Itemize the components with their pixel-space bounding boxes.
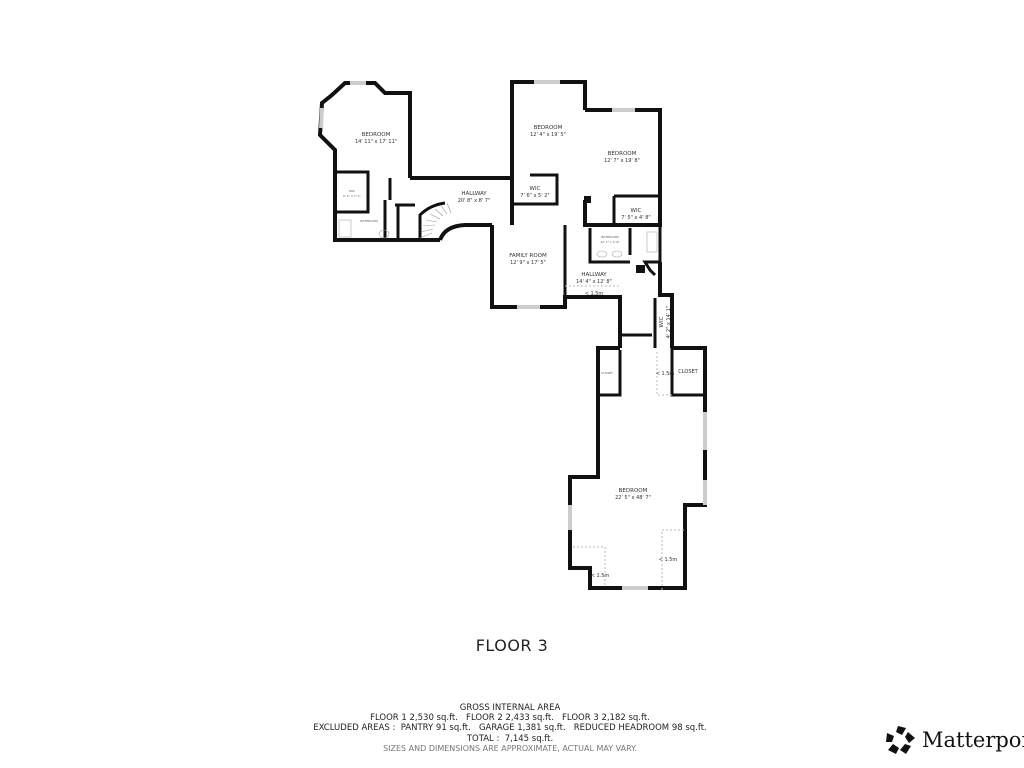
area-excluded: EXCLUDED AREAS : PANTRY 91 sq.ft. GARAGE… (313, 723, 707, 734)
floor-title: FLOOR 3 (475, 636, 549, 655)
stair-wall (418, 201, 446, 240)
wic-s-label-group: WIC 4' 2" x 14' 1" (659, 306, 672, 339)
room-dims: 12' 9" x 17' 5" (510, 260, 546, 266)
wall-closet-w (598, 350, 622, 397)
wall-wic-w (337, 170, 370, 214)
room-dims: 22' 5" x 48' 7" (615, 495, 651, 501)
headroom-note: < 1.5m (656, 371, 675, 377)
wall-bathroom-e (588, 225, 662, 277)
room-dims: 14' 4" x 12' 8" (576, 279, 612, 285)
wall-wic-ne (612, 194, 660, 225)
window (319, 107, 324, 129)
headroom-note: < 1.5m (659, 557, 678, 563)
room-dims: 4' 2" x 14' 1" (666, 306, 672, 339)
bathtub-icon (646, 231, 658, 253)
logo-text: Matterport (922, 728, 1024, 752)
room-dims: 20' 8" x 8' 7" (458, 198, 491, 204)
room-dims: 14' 11" x 17' 11" (355, 139, 397, 145)
stairs (419, 202, 452, 239)
area-heading: GROSS INTERNAL AREA (459, 703, 561, 713)
toilet-icon (378, 229, 390, 239)
wall-bath-w (383, 178, 415, 240)
room-label: HALLWAY (461, 191, 487, 197)
room-label: BATHROOM (360, 219, 378, 223)
headroom-line (656, 352, 672, 396)
matterport-logo: Matterport (884, 724, 1024, 756)
wall-nw-wing (317, 81, 440, 242)
room-label: BATHROOM (601, 235, 619, 239)
room-label: WIC (349, 189, 355, 193)
room-dims: 7' 6" x 5' 2" (520, 193, 549, 199)
room-dims: 12' 7" x 19' 8" (604, 158, 640, 164)
room-label: BEDROOM (362, 132, 391, 138)
sink-icon (596, 250, 608, 258)
room-label: BEDROOM (619, 488, 648, 494)
room-label: WIC (530, 186, 541, 192)
headroom-note: < 1.5m (591, 573, 610, 579)
area-summary: GROSS INTERNAL AREA FLOOR 1 2,530 sq.ft.… (260, 703, 760, 754)
room-label: WIC (659, 316, 665, 327)
wall-wic-n (510, 173, 559, 206)
bathtub-icon (338, 219, 352, 238)
column (584, 196, 591, 203)
room-label: WIC (631, 208, 642, 214)
area-disclaimer: SIZES AND DIMENSIONS ARE APPROXIMATE, AC… (383, 743, 637, 753)
sink-icon (611, 250, 623, 258)
wall-family-room (490, 225, 622, 348)
area-total: TOTAL : 7,145 sq.ft. (466, 733, 554, 744)
room-label: FAMILY ROOM (509, 253, 547, 259)
wall-bedroom-s (568, 346, 707, 590)
room-label: BEDROOM (608, 151, 637, 157)
wall-hallway-bottom (438, 223, 492, 241)
wall-bedroom-ne (583, 108, 662, 227)
headroom-note: < 1.5m (585, 291, 604, 297)
room-label: CLOSET (678, 369, 698, 375)
room-label: BEDROOM (534, 125, 563, 131)
headroom-line (573, 529, 685, 590)
matterport-logo-icon (886, 726, 915, 754)
room-label: CLOSET (601, 371, 613, 375)
area-floors: FLOOR 1 2,530 sq.ft. FLOOR 2 2,433 sq.ft… (370, 713, 650, 724)
room-dims: 12' 4" x 19' 5" (530, 132, 566, 138)
room-dims: 7' 5" x 4' 8" (621, 215, 650, 221)
room-dims: 12' 1" x 5' 8" (600, 240, 620, 244)
room-label: HALLWAY (581, 272, 607, 278)
wall-stem (658, 262, 674, 348)
room-dims: 5' 1" x 7' 1" (343, 194, 361, 198)
column (636, 265, 645, 273)
wall (620, 298, 657, 348)
